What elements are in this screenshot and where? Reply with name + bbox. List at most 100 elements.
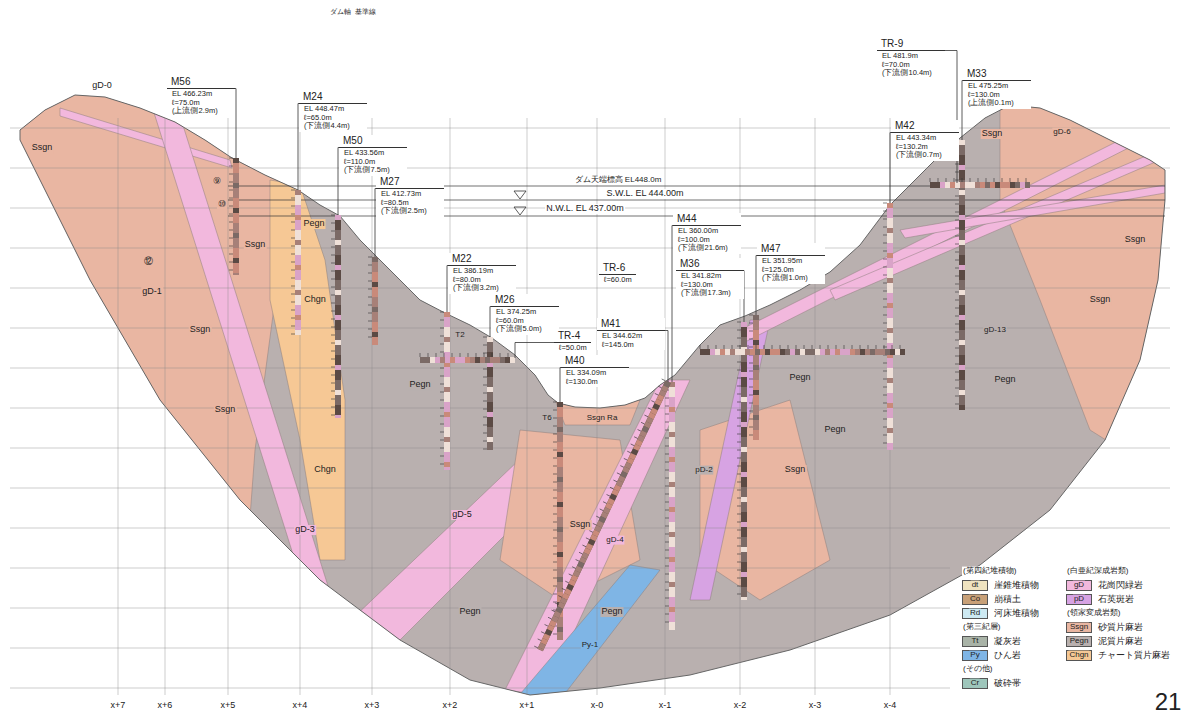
- depth-tick: [368, 329, 372, 330]
- depth-tick: [955, 292, 959, 293]
- core-segment: [669, 517, 675, 522]
- borehole-callout: M41EL 344.62m ℓ=145.0m: [597, 318, 665, 350]
- core-segment: [887, 418, 893, 423]
- core-segment: [800, 349, 805, 355]
- core-segment: [335, 300, 341, 305]
- depth-tick: [553, 490, 557, 491]
- depth-tick: [229, 230, 233, 231]
- core-segment: [887, 218, 893, 223]
- core-segment: [887, 373, 893, 378]
- core-segment: [959, 225, 965, 230]
- depth-tick: [749, 331, 753, 332]
- core-segment: [444, 387, 450, 392]
- core-segment: [372, 272, 378, 277]
- core-segment: [557, 457, 563, 462]
- depth-tick: [883, 275, 887, 276]
- grid-line: [118, 118, 119, 695]
- depth-tick: [788, 345, 789, 349]
- core-segment: [887, 273, 893, 278]
- depth-tick: [589, 531, 593, 533]
- core-segment: [487, 447, 493, 450]
- borehole: [959, 140, 965, 410]
- core-segment: [741, 592, 747, 597]
- core-segment: [959, 305, 965, 310]
- depth-tick: [883, 227, 887, 228]
- core-segment: [295, 230, 301, 235]
- depth-tick: [331, 375, 335, 376]
- depth-tick: [368, 289, 372, 290]
- core-segment: [753, 315, 759, 320]
- core-segment: [444, 432, 450, 437]
- core-segment: [887, 393, 893, 398]
- core-segment: [900, 349, 905, 355]
- core-segment: [935, 182, 940, 188]
- core-segment: [669, 502, 675, 507]
- depth-tick: [440, 440, 444, 441]
- borehole-callout: M56EL 466.23m ℓ=75.0m (上流側2.9m): [167, 76, 235, 117]
- depth-tick: [978, 178, 979, 182]
- core-segment: [557, 562, 563, 567]
- depth-tick: [483, 417, 487, 418]
- depth-tick: [737, 442, 741, 443]
- section-label: ⑨: [212, 177, 222, 187]
- rock-unit: [830, 150, 1160, 300]
- depth-tick: [440, 432, 444, 433]
- core-segment: [753, 410, 759, 415]
- callout-text: M47: [757, 243, 825, 256]
- core-segment: [557, 472, 563, 477]
- section-label: ダム軸: [329, 8, 352, 16]
- core-segment: [825, 349, 830, 355]
- core-segment: [295, 245, 301, 250]
- section-label: Rd: [969, 609, 981, 618]
- grid-line: [10, 568, 950, 569]
- core-segment: [795, 349, 800, 355]
- depth-tick: [737, 530, 741, 531]
- section-label: Pegn: [302, 219, 325, 229]
- core-segment: [233, 228, 239, 233]
- depth-tick: [229, 254, 233, 255]
- depth-tick: [930, 178, 931, 182]
- depth-tick: [483, 337, 487, 338]
- depth-tick: [603, 502, 607, 504]
- core-segment: [557, 552, 563, 557]
- depth-tick: [876, 345, 877, 349]
- core-segment: [959, 300, 965, 305]
- core-segment: [959, 390, 965, 395]
- core-segment: [753, 400, 759, 405]
- callout-text: EL 466.23m ℓ=75.0m (上流側2.9m): [167, 89, 235, 117]
- depth-tick: [883, 331, 887, 332]
- depth-tick: [1002, 178, 1003, 182]
- core-segment: [295, 325, 301, 330]
- borehole: [537, 381, 670, 652]
- grid-line: [372, 118, 373, 695]
- section-outline: [20, 95, 1165, 695]
- core-segment: [887, 298, 893, 303]
- core-segment: [741, 447, 747, 452]
- depth-tick: [440, 336, 444, 337]
- leader-line: [235, 89, 236, 159]
- core-segment: [741, 362, 747, 367]
- depth-tick: [883, 435, 887, 436]
- depth-tick: [737, 338, 741, 339]
- section-label: x-0: [590, 701, 605, 711]
- core-segment: [880, 349, 885, 355]
- depth-tick: [749, 323, 753, 324]
- depth-tick: [331, 399, 335, 400]
- depth-tick: [737, 578, 741, 579]
- depth-tick: [883, 387, 887, 388]
- core-segment: [335, 320, 341, 325]
- core-segment: [444, 337, 450, 342]
- depth-tick: [440, 328, 444, 329]
- depth-tick: [586, 538, 590, 540]
- core-segment: [372, 332, 378, 337]
- depth-tick: [331, 303, 335, 304]
- depth-tick: [553, 514, 557, 515]
- core-segment: [295, 235, 301, 240]
- core-segment: [335, 395, 341, 400]
- depth-tick: [644, 415, 648, 417]
- borehole: [444, 312, 450, 470]
- depth-tick: [883, 419, 887, 420]
- section-label: ⑫: [143, 257, 154, 267]
- depth-tick: [737, 346, 741, 347]
